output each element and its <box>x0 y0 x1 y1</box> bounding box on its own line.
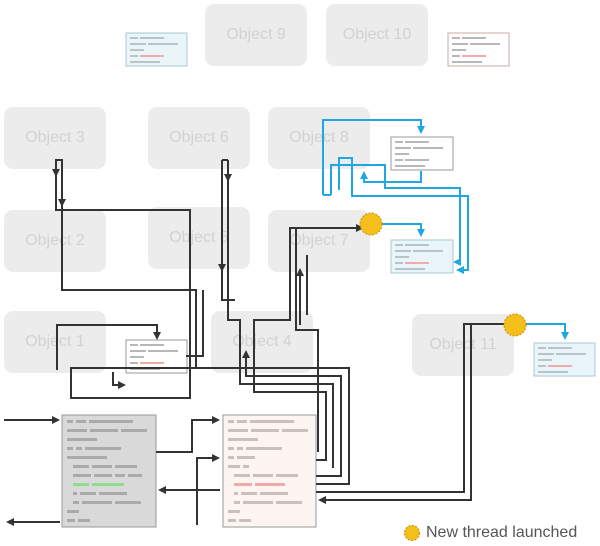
thread-burst-object-7 <box>359 212 383 236</box>
object-10: Object 10 <box>326 4 428 66</box>
code-snippet-object-8 <box>390 136 454 171</box>
legend-label: New thread launched <box>426 524 578 541</box>
code-snippet-top-left <box>125 32 188 67</box>
worker-code-panel <box>222 414 317 528</box>
object-3: Object 3 <box>4 107 106 169</box>
code-snippet-object-11 <box>533 342 596 377</box>
code-snippet-top-right <box>447 32 510 67</box>
object-7: Object 7 <box>268 210 370 272</box>
thread-burst-object-11 <box>503 313 527 337</box>
thread-wires <box>322 119 569 340</box>
object-6: Object 6 <box>148 107 250 169</box>
main-code-panel <box>61 414 157 528</box>
object-9: Object 9 <box>205 4 307 66</box>
object-1: Object 1 <box>4 311 106 373</box>
object-2: Object 2 <box>4 210 106 272</box>
object-4: Object 4 <box>211 311 313 373</box>
legend: New thread launched <box>402 522 577 544</box>
sun-burst-icon <box>404 525 420 541</box>
code-snippet-object-7 <box>390 239 454 274</box>
call-wires <box>4 159 505 526</box>
object-5: Object 5 <box>148 207 250 269</box>
